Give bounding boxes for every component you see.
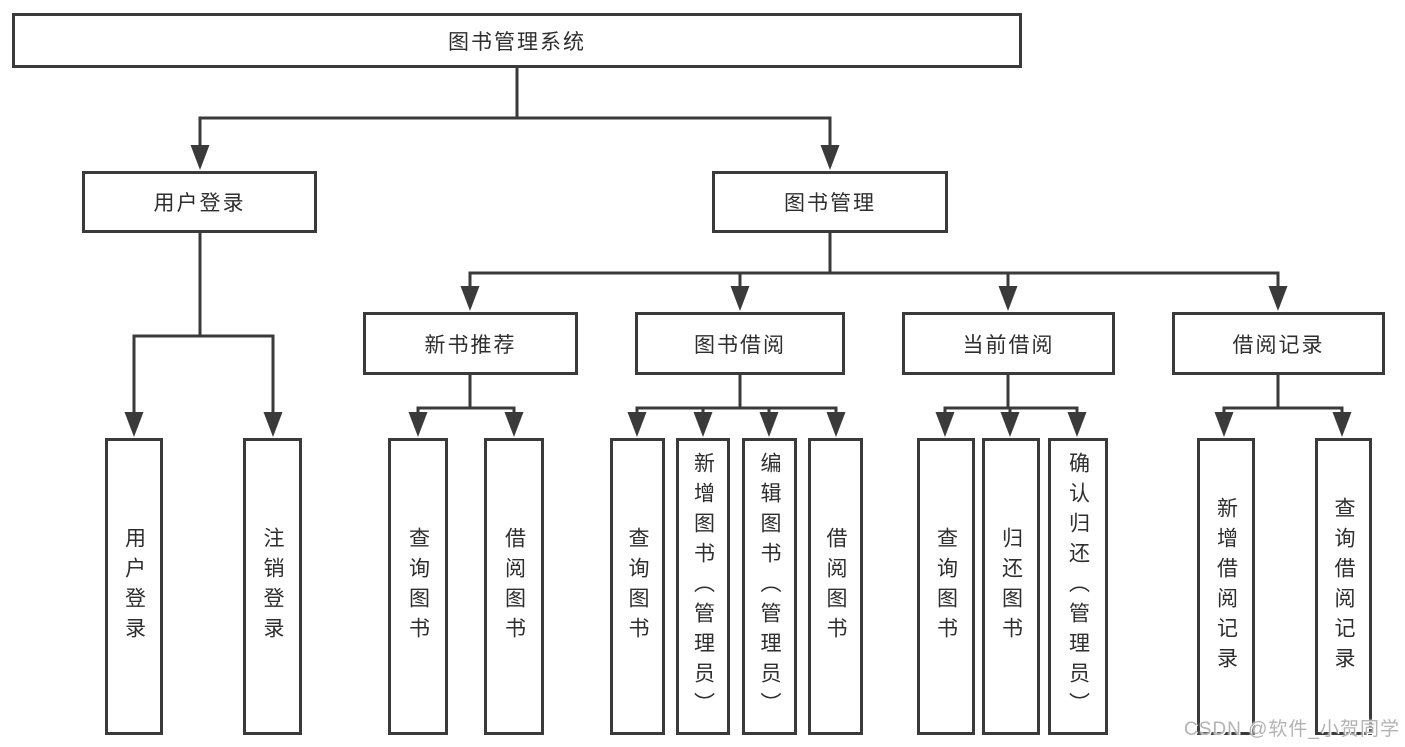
leaf-nbr-query-books: 查询图书 xyxy=(388,438,448,735)
leaf-bb-borrow-books-label: 借阅图书 xyxy=(824,526,847,647)
leaf-br-add-record-label: 新增借阅记录 xyxy=(1214,496,1238,677)
leaf-cb-confirm-return-label: 确认归还（管理员） xyxy=(1066,451,1090,722)
leaf-logout-label: 注销登录 xyxy=(261,526,284,647)
connector-borrowing-records-children xyxy=(1214,373,1352,437)
node-new-book-recommend: 新书推荐 xyxy=(363,312,578,375)
csdn-watermark: CSDN @软件_小贺同学 xyxy=(1184,719,1400,740)
leaf-cb-query-books: 查询图书 xyxy=(917,438,975,735)
connector-book-management-children xyxy=(460,231,1288,311)
leaf-br-add-record: 新增借阅记录 xyxy=(1197,438,1255,735)
leaf-nbr-borrow-books: 借阅图书 xyxy=(484,438,544,735)
leaf-bb-query-books: 查询图书 xyxy=(610,438,665,735)
leaf-br-query-record-label: 查询借阅记录 xyxy=(1332,496,1355,677)
leaf-nbr-borrow-books-label: 借阅图书 xyxy=(502,526,526,647)
leaf-bb-query-books-label: 查询图书 xyxy=(626,526,649,647)
node-borrowing-records: 借阅记录 xyxy=(1172,312,1385,375)
node-new-book-recommend-label: 新书推荐 xyxy=(424,333,517,357)
node-borrowing-records-label: 借阅记录 xyxy=(1232,333,1325,357)
connector-user-login-children xyxy=(124,231,283,437)
connector-new-book-recommend-children xyxy=(408,373,524,437)
leaf-cb-query-books-label: 查询图书 xyxy=(934,526,958,647)
leaf-user-login-label: 用户登录 xyxy=(122,526,146,647)
leaf-user-login: 用户登录 xyxy=(105,438,163,735)
leaf-bb-add-books: 新增图书（管理员） xyxy=(676,438,730,735)
node-user-login: 用户登录 xyxy=(82,171,317,233)
leaf-br-query-record: 查询借阅记录 xyxy=(1315,438,1372,735)
node-root-label: 图书管理系统 xyxy=(448,30,586,54)
node-book-management: 图书管理 xyxy=(712,171,948,233)
leaf-nbr-query-books-label: 查询图书 xyxy=(406,526,430,647)
connector-root-to-level2 xyxy=(190,66,840,170)
node-user-login-label: 用户登录 xyxy=(153,192,246,215)
node-book-borrowing: 图书借阅 xyxy=(635,312,845,375)
leaf-cb-return-books-label: 归还图书 xyxy=(999,526,1023,647)
leaf-bb-add-books-label: 新增图书（管理员） xyxy=(691,451,715,722)
connector-book-borrowing-children xyxy=(627,373,846,437)
leaf-bb-borrow-books: 借阅图书 xyxy=(808,438,863,735)
leaf-bb-edit-books-label: 编辑图书（管理员） xyxy=(758,451,781,722)
leaf-cb-return-books: 归还图书 xyxy=(982,438,1040,735)
leaf-cb-confirm-return: 确认归还（管理员） xyxy=(1048,438,1108,735)
node-current-borrowing: 当前借阅 xyxy=(902,312,1115,375)
leaf-logout: 注销登录 xyxy=(243,438,302,735)
node-current-borrowing-label: 当前借阅 xyxy=(962,333,1055,357)
node-book-management-label: 图书管理 xyxy=(784,192,876,215)
node-book-borrowing-label: 图书借阅 xyxy=(694,333,786,357)
connector-current-borrowing-children xyxy=(935,373,1087,437)
node-root: 图书管理系统 xyxy=(12,13,1022,68)
leaf-bb-edit-books: 编辑图书（管理员） xyxy=(742,438,797,735)
